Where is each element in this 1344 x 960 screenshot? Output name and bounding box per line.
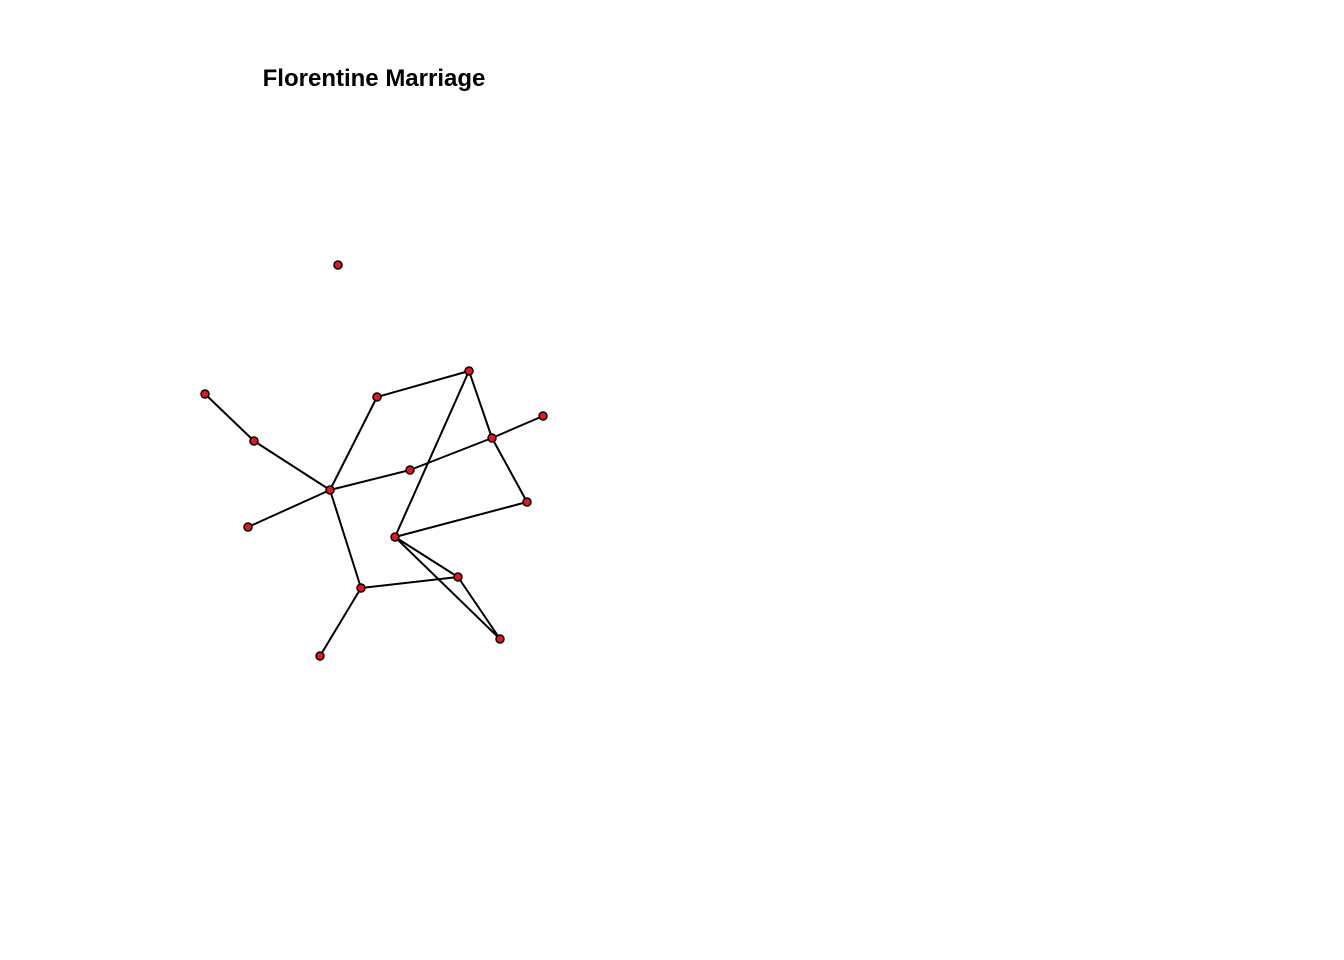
graph-node [495,634,505,644]
graph-edge [360,576,459,589]
graph-edge [409,437,493,471]
graph-edge [329,469,411,491]
graph-node [243,522,253,532]
graph-edge [491,437,528,503]
graph-edge [394,370,470,538]
graph-node [522,497,532,507]
graph-node [325,485,335,495]
graph-node [390,532,400,542]
graph-edge [247,489,331,528]
graph-node [200,389,210,399]
graph-edge [394,501,528,538]
graph-node [487,433,497,443]
graph-edge [394,536,459,578]
graph-node [315,651,325,661]
graph-edge [319,587,362,657]
node-layer [200,260,548,661]
graph-edge [457,576,501,640]
graph-node [372,392,382,402]
graph-node [453,572,463,582]
graph-edge [204,393,255,442]
graph-node [356,583,366,593]
graph-edge [491,415,544,439]
graph-node [333,260,343,270]
graph-node [464,366,474,376]
graph-node [249,436,259,446]
graph-edge [376,370,470,398]
graph-node [538,411,548,421]
graph-node [405,465,415,475]
graph-edge [329,489,362,589]
plot-title: Florentine Marriage [262,65,486,92]
edge-layer [204,370,544,657]
graph-edge [329,396,378,491]
graph-edge [468,370,493,439]
graph-edge [253,440,331,491]
graph-edge [394,536,501,640]
